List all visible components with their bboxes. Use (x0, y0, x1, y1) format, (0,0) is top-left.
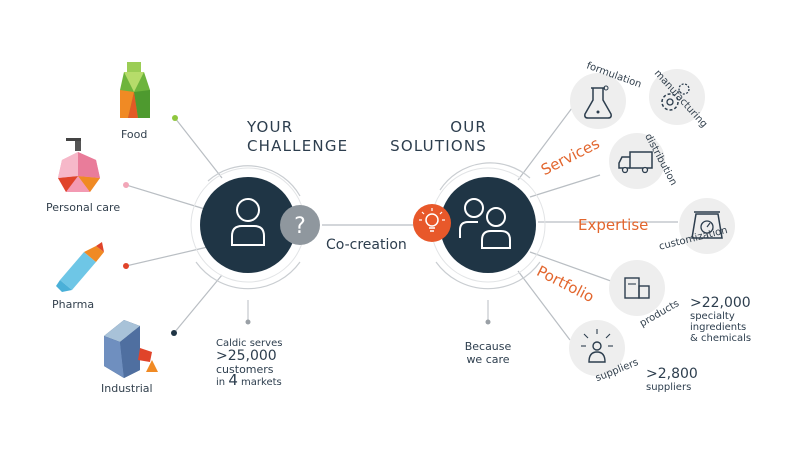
delivery-truck-icon (609, 133, 665, 189)
pill-capsule-icon (56, 242, 104, 292)
solutions-heading: OUR SOLUTIONS (390, 118, 487, 156)
products-stat-line2: specialty (690, 311, 735, 322)
suppliers-stat-number: >2,800 (646, 366, 698, 382)
category-expertise: Expertise (578, 216, 649, 234)
svg-text:?: ? (294, 214, 306, 239)
products-stat-line3: ingredients (690, 322, 747, 333)
challenge-circle (190, 165, 306, 290)
co-creation-label: Co-creation (326, 237, 407, 253)
solutions-heading-line1: OUR (450, 118, 487, 136)
question-icon: ? (280, 205, 320, 245)
suppliers-stat-label: suppliers (646, 382, 692, 393)
markets-count: 4 (228, 371, 238, 389)
products-icon (609, 260, 665, 316)
challenge-heading: YOUR CHALLENGE (247, 118, 348, 156)
supplier-network-icon (569, 320, 625, 376)
products-stat: >22,000 specialty ingredients & chemical… (690, 295, 752, 345)
products-stat-number: >22,000 (690, 295, 751, 311)
perfume-icon (58, 138, 100, 192)
market-label-pharma: Pharma (52, 298, 95, 311)
suppliers-stat: >2,800 suppliers (646, 366, 698, 394)
market-dots (123, 115, 178, 336)
food-bottle-icon (120, 62, 150, 118)
stat-stems (245, 300, 491, 325)
lightbulb-icon (413, 204, 451, 242)
formulation-icon (570, 73, 626, 129)
challenge-heading-line2: CHALLENGE (247, 137, 349, 155)
because-line1: Because (464, 340, 512, 353)
because-line2: we care (466, 353, 510, 366)
customers-stat-markets: in 4 markets (216, 373, 282, 389)
solutions-circle (430, 162, 546, 290)
solutions-heading-line2: SOLUTIONS (390, 137, 487, 155)
markets-suffix: markets (241, 377, 282, 388)
industrial-barrel-icon (104, 320, 158, 378)
market-label-personal-care: Personal care (46, 201, 121, 214)
customers-stat: Caldic serves >25,000 customers in 4 mar… (216, 338, 282, 388)
scale-icon (679, 198, 735, 254)
customers-stat-label: customers (216, 363, 274, 376)
customers-stat-number: >25,000 (216, 348, 277, 364)
products-stat-line4: & chemicals (690, 333, 752, 344)
right-connectors (517, 107, 678, 341)
markets-prefix: in (216, 377, 226, 388)
market-label-food: Food (121, 128, 148, 141)
gears-icon (649, 69, 705, 125)
left-connectors (125, 117, 420, 334)
customers-stat-intro: Caldic serves (216, 338, 283, 349)
because-we-care: Because we care (462, 340, 514, 366)
challenge-heading-line1: YOUR (247, 118, 294, 136)
market-label-industrial: Industrial (101, 382, 153, 395)
